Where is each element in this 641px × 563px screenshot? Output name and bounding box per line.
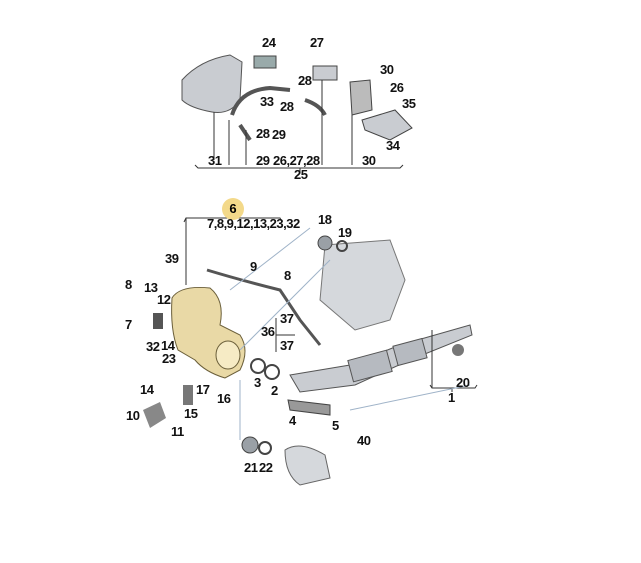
bracket-24 (253, 55, 277, 69)
part-label[interactable]: 33 (260, 94, 274, 109)
part-label[interactable]: 13 (144, 280, 158, 295)
catalyst-2 (392, 337, 428, 367)
part-label[interactable]: 28 (298, 73, 312, 88)
part-label[interactable]: 8 (284, 268, 291, 283)
part-label[interactable]: 26,27,28 (273, 153, 320, 168)
heat-shield (181, 54, 243, 113)
clamp-18 (317, 235, 333, 251)
part-label[interactable]: 3 (254, 375, 261, 390)
highlight-badge[interactable]: 6 (222, 198, 244, 220)
bracket-10 (143, 402, 166, 428)
part-label[interactable]: 14 (161, 338, 175, 353)
part-label[interactable]: 28 (256, 126, 270, 141)
part-label[interactable]: 8 (125, 277, 132, 292)
part-label[interactable]: 37 (280, 338, 294, 353)
part-label[interactable]: 2 (271, 383, 278, 398)
top-leaders (213, 80, 353, 165)
part-label[interactable]: 7,8,9,12,13,23,32 (207, 216, 300, 231)
part-label[interactable]: 19 (338, 225, 352, 240)
part-label[interactable]: 29 (272, 127, 286, 142)
part-label[interactable]: 31 (208, 153, 222, 168)
part-label[interactable]: 37 (280, 311, 294, 326)
part-label[interactable]: 26 (390, 80, 404, 95)
catalyst (347, 349, 393, 383)
part-label[interactable]: 5 (332, 418, 339, 433)
part-label[interactable]: 24 (262, 35, 276, 50)
hoses (230, 85, 327, 142)
part-label[interactable]: 23 (162, 351, 176, 366)
part-label[interactable]: 4 (289, 413, 296, 428)
part-label[interactable]: 30 (380, 62, 394, 77)
gasket-22 (258, 441, 272, 455)
group-36-bracket (275, 318, 295, 352)
part-label[interactable]: 1 (448, 390, 455, 405)
part-label[interactable]: 39 (165, 251, 179, 266)
part-label[interactable]: 9 (250, 259, 257, 274)
clamp-2 (264, 364, 280, 380)
sensor-12 (153, 313, 163, 329)
group-25-bracket (194, 164, 404, 172)
part-label[interactable]: 17 (196, 382, 210, 397)
part-label[interactable]: 18 (318, 212, 332, 227)
clamp-3 (250, 358, 266, 374)
sensor-15 (183, 385, 193, 405)
part-label[interactable]: 32 (146, 339, 160, 354)
egr-cooler (284, 445, 331, 486)
part-label[interactable]: 20 (456, 375, 470, 390)
sensor-20 (452, 344, 464, 356)
pressure-sensor (312, 65, 338, 81)
part-label[interactable]: 7 (125, 317, 132, 332)
clamp-21 (241, 436, 259, 454)
part-label[interactable]: 27 (310, 35, 324, 50)
part-label[interactable]: 22 (259, 460, 273, 475)
part-label[interactable]: 35 (402, 96, 416, 111)
guide-lines (229, 227, 471, 440)
part-label[interactable]: 16 (217, 391, 231, 406)
bracket-4 (287, 399, 331, 416)
part-label[interactable]: 15 (184, 406, 198, 421)
turbocharger (319, 239, 406, 331)
part-label[interactable]: 28 (280, 99, 294, 114)
gasket-19 (336, 240, 348, 252)
part-label[interactable]: 11 (171, 424, 184, 439)
egr-pipe-9 (206, 268, 322, 346)
shield-34 (361, 109, 413, 141)
bracket-30 (349, 79, 373, 116)
part-label[interactable]: 21 (244, 460, 258, 475)
part-label[interactable]: 40 (357, 433, 371, 448)
part-label[interactable]: 29 (256, 153, 270, 168)
part-label[interactable]: 12 (157, 292, 171, 307)
part-label[interactable]: 36 (261, 324, 275, 339)
part-label[interactable]: 10 (126, 408, 140, 423)
part-label[interactable]: 34 (386, 138, 400, 153)
part-label[interactable]: 30 (362, 153, 376, 168)
part-label[interactable]: 25 (294, 167, 308, 182)
part-label[interactable]: 14 (140, 382, 154, 397)
